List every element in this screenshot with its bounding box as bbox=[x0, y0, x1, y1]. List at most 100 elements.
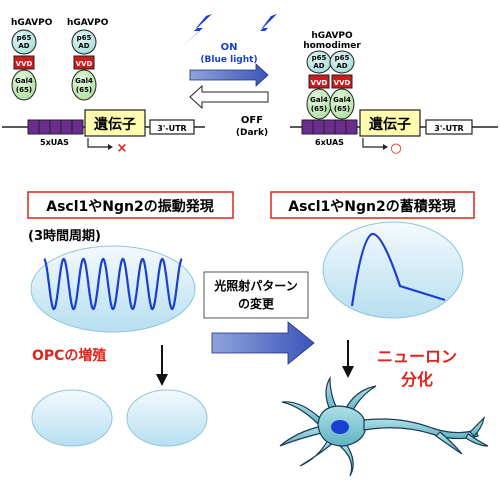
p65-label: p65 bbox=[335, 54, 350, 62]
expression-mark: ○ bbox=[390, 141, 401, 156]
uas-box bbox=[323, 119, 336, 135]
gal4-blob bbox=[11, 69, 37, 101]
uas-label: 5xUAS bbox=[40, 138, 69, 147]
right-title-1: hGAVPO bbox=[311, 31, 353, 41]
vvd-label: VVD bbox=[76, 60, 93, 68]
ad-label: AD bbox=[78, 42, 89, 50]
uas-repeats bbox=[301, 119, 358, 135]
gal4-label: Gal4 bbox=[333, 96, 351, 104]
uas-box bbox=[27, 119, 40, 135]
oscillation-period: (3時間周期) bbox=[28, 228, 101, 244]
left-construct: hGAVPO hGAVPO p65 AD VVD Gal4 (65) p65 A… bbox=[2, 18, 205, 156]
light-switch: ON (Blue light) OFF (Dark) bbox=[182, 14, 277, 138]
uas-box bbox=[38, 119, 51, 135]
right-title-2: homodimer bbox=[303, 41, 361, 51]
utr-box bbox=[149, 119, 195, 135]
vvd-label: VVD bbox=[334, 79, 351, 87]
neuron-icon bbox=[279, 375, 489, 477]
vvd-box bbox=[331, 74, 353, 89]
vvd-box bbox=[13, 55, 35, 70]
uas-box bbox=[49, 119, 62, 135]
dendrite bbox=[325, 375, 340, 411]
p65-ad-blob bbox=[11, 29, 37, 55]
no-expression-mark: × bbox=[117, 141, 128, 156]
daughter-cell-1 bbox=[31, 389, 113, 447]
promoter-arrow bbox=[362, 138, 385, 148]
accumulation-title-box bbox=[270, 191, 475, 219]
uas-box bbox=[334, 119, 347, 135]
ad-label: AD bbox=[313, 62, 324, 70]
gal4-blob bbox=[329, 88, 355, 120]
on-label: ON bbox=[221, 42, 238, 53]
on-arrow bbox=[189, 63, 269, 87]
dimer-monomer-b: p65 AD VVD Gal4 (65) bbox=[329, 50, 355, 120]
gene-label: 遺伝子 bbox=[94, 116, 136, 133]
accumulation-title: Ascl1やNgn2の蓄積発現 bbox=[288, 198, 455, 215]
gal4-label: Gal4 bbox=[310, 96, 328, 104]
gal4-blob bbox=[306, 88, 332, 120]
accumulation-curve bbox=[350, 232, 446, 307]
p65-ad-blob bbox=[71, 29, 97, 55]
dendrite bbox=[299, 439, 336, 467]
axon-branch bbox=[435, 431, 463, 455]
dendrite bbox=[338, 443, 354, 477]
axon-terminal bbox=[469, 416, 485, 437]
cell-ellipse bbox=[30, 245, 196, 333]
vvd-label: VVD bbox=[311, 79, 328, 87]
ad-label: AD bbox=[18, 42, 29, 50]
gene-box bbox=[359, 109, 421, 137]
promoter-arrow bbox=[87, 138, 110, 148]
axon bbox=[363, 418, 479, 440]
vvd-box bbox=[73, 55, 95, 70]
left-monomer-1: p65 AD VVD Gal4 (65) bbox=[11, 29, 37, 101]
uas-box bbox=[71, 119, 84, 135]
dendrite bbox=[281, 401, 321, 426]
big-right-arrow bbox=[211, 321, 315, 365]
gal4-blob bbox=[71, 69, 97, 101]
pattern-change-line-1: 光照射パターン bbox=[213, 278, 297, 293]
oscillation-title-box bbox=[27, 191, 234, 219]
promoter-arrowhead bbox=[383, 144, 388, 150]
down-arrow-left-head bbox=[156, 374, 168, 386]
vvd-label: VVD bbox=[16, 60, 33, 68]
on-sub-label: (Blue light) bbox=[200, 55, 257, 65]
down-arrow-right-head bbox=[342, 366, 354, 378]
oscillation-title: Ascl1やNgn2の振動発現 bbox=[46, 198, 213, 215]
gene-box bbox=[84, 109, 146, 137]
left-hgavpo-label-2: hGAVPO bbox=[67, 18, 109, 28]
gal4-sub-label: (65) bbox=[16, 86, 32, 94]
utr-box bbox=[425, 119, 473, 135]
oscillation-panel: Ascl1やNgn2の振動発現 (3時間周期) OPCの増殖 bbox=[27, 191, 234, 447]
gal4-label: Gal4 bbox=[75, 77, 93, 85]
nucleus bbox=[331, 420, 349, 434]
dendrite bbox=[279, 425, 327, 447]
neuron-label-line-1: ニューロン bbox=[377, 347, 457, 366]
oscillation-wave bbox=[43, 257, 183, 311]
gene-label: 遺伝子 bbox=[369, 116, 411, 133]
uas-repeats bbox=[27, 119, 84, 135]
vvd-box bbox=[308, 74, 330, 89]
left-monomer-2: p65 AD VVD Gal4 (65) bbox=[71, 29, 97, 101]
utr-label: 3'-UTR bbox=[157, 124, 186, 133]
utr-label: 3'-UTR bbox=[434, 124, 463, 133]
p65-ad-blob bbox=[329, 50, 355, 74]
promoter-arrowhead bbox=[108, 144, 113, 150]
accumulation-panel: Ascl1やNgn2の蓄積発現 ニューロン 分化 bbox=[270, 191, 489, 477]
pattern-change-box bbox=[203, 271, 309, 319]
lightning-icon-2 bbox=[250, 14, 277, 46]
gal4-label: Gal4 bbox=[15, 77, 33, 85]
lightning-icon-1 bbox=[182, 14, 212, 46]
p65-label: p65 bbox=[312, 54, 327, 62]
uas-label: 6xUAS bbox=[315, 138, 344, 147]
gal4-sub-label: (65) bbox=[311, 105, 327, 113]
p65-label: p65 bbox=[17, 34, 32, 42]
cell-ellipse bbox=[322, 221, 464, 319]
left-hgavpo-label-1: hGAVPO bbox=[11, 18, 53, 28]
uas-box bbox=[60, 119, 73, 135]
off-label: OFF bbox=[241, 115, 263, 126]
off-arrow bbox=[189, 84, 269, 110]
off-sub-label: (Dark) bbox=[236, 128, 268, 138]
gal4-sub-label: (65) bbox=[334, 105, 350, 113]
daughter-cell-2 bbox=[126, 389, 208, 447]
